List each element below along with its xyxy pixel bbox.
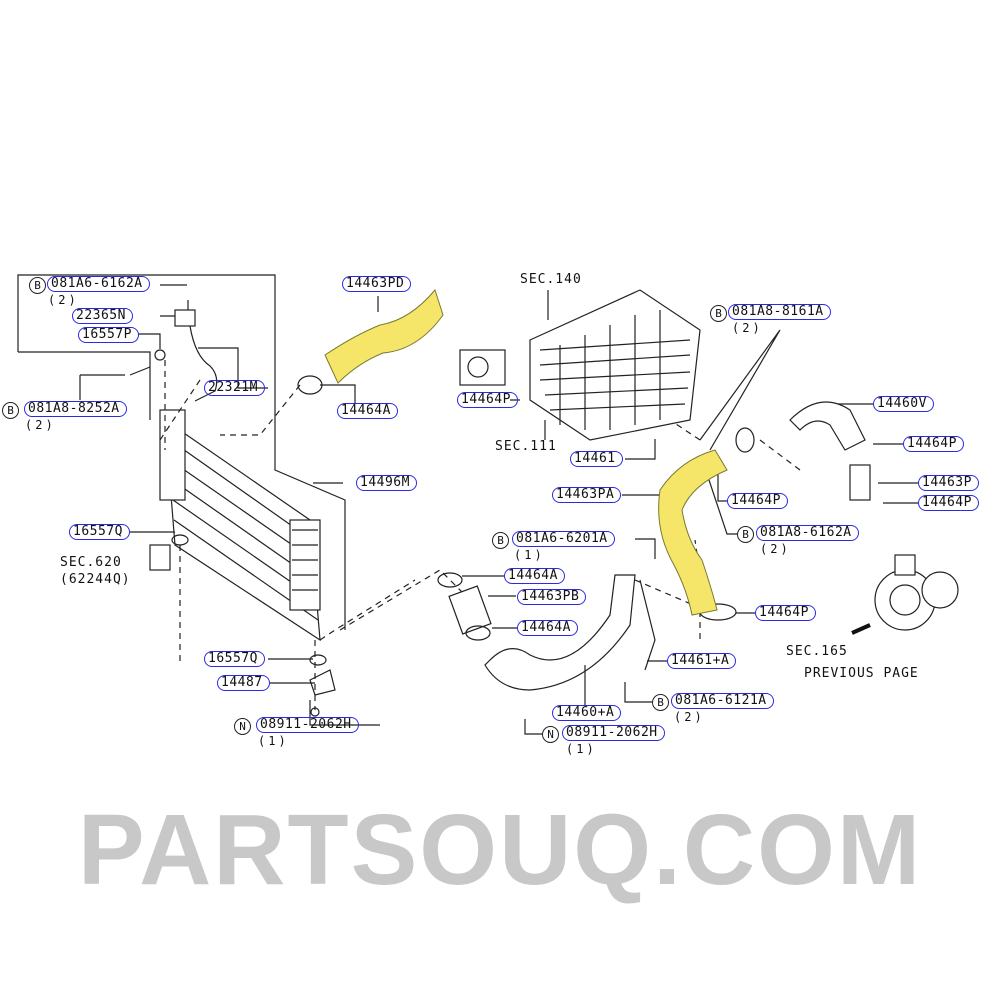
- section-ref: SEC.111: [495, 439, 557, 454]
- part-qty: (1): [514, 548, 545, 562]
- part-label[interactable]: 14463PB: [517, 589, 587, 605]
- part-label[interactable]: 14464P: [918, 495, 979, 511]
- pipe-14460+A: [484, 574, 636, 691]
- bolt-symbol: B: [492, 532, 509, 549]
- bolt-symbol: B: [737, 526, 754, 543]
- part-label[interactable]: 14487: [217, 675, 270, 691]
- part-label[interactable]: 081A8-8161A: [728, 304, 831, 320]
- part-qty: (1): [258, 734, 289, 748]
- previous-page-link[interactable]: PREVIOUS PAGE: [804, 666, 919, 681]
- clamp-14464A: [297, 375, 323, 395]
- turbocharger: [874, 554, 959, 631]
- hose-14463PA-highlight: [658, 449, 728, 616]
- part-label[interactable]: 22365N: [72, 308, 133, 324]
- part-label[interactable]: 08911-2062H: [256, 717, 359, 733]
- direction-arrow: [851, 623, 871, 635]
- hose-14463PD-highlight: [324, 288, 444, 384]
- part-label[interactable]: 16557Q: [204, 651, 265, 667]
- section-ref-part: (62244Q): [60, 572, 131, 587]
- cylinder-head: [459, 289, 701, 441]
- part-label[interactable]: 14464P: [457, 392, 518, 408]
- nut-symbol: N: [542, 726, 559, 743]
- part-label[interactable]: 14460+A: [552, 705, 622, 721]
- part-label[interactable]: 14464A: [337, 403, 398, 419]
- part-label[interactable]: 081A6-6201A: [512, 531, 615, 547]
- part-label[interactable]: 14464A: [517, 620, 578, 636]
- part-label[interactable]: 14464P: [755, 605, 816, 621]
- bolt-symbol: B: [2, 402, 19, 419]
- bolt-symbol: B: [29, 277, 46, 294]
- part-label[interactable]: 08911-2062H: [562, 725, 665, 741]
- part-label[interactable]: 14461+A: [667, 653, 737, 669]
- part-qty: (2): [25, 418, 56, 432]
- part-label[interactable]: 081A8-8252A: [24, 401, 127, 417]
- part-label[interactable]: 14460V: [873, 396, 934, 412]
- part-label[interactable]: 14463PD: [342, 276, 412, 292]
- part-qty: (1): [566, 742, 597, 756]
- part-label[interactable]: 22321M: [204, 380, 265, 396]
- frame-line: [17, 274, 346, 630]
- bolt-symbol: B: [652, 694, 669, 711]
- part-label[interactable]: 14464P: [727, 493, 788, 509]
- nut-symbol: N: [234, 718, 251, 735]
- section-ref[interactable]: SEC.165: [786, 644, 848, 659]
- leader-lines: [79, 284, 380, 726]
- part-label[interactable]: 14463PA: [552, 487, 622, 503]
- section-ref: SEC.140: [520, 272, 582, 287]
- part-label[interactable]: 14463P: [918, 475, 979, 491]
- part-label[interactable]: 14464P: [903, 436, 964, 452]
- part-label[interactable]: 081A6-6121A: [671, 693, 774, 709]
- pipe-14460V: [789, 401, 866, 451]
- part-label[interactable]: 081A6-6162A: [47, 276, 150, 292]
- part-label[interactable]: 081A8-6162A: [756, 525, 859, 541]
- part-qty: (2): [732, 321, 763, 335]
- part-qty: (2): [760, 542, 791, 556]
- intercooler: [159, 409, 321, 642]
- part-qty: (2): [674, 710, 705, 724]
- part-label[interactable]: 14464A: [504, 568, 565, 584]
- part-label[interactable]: 16557P: [78, 327, 139, 343]
- watermark: PARTSOUQ.COM: [77, 794, 923, 906]
- part-qty: (2): [48, 293, 79, 307]
- hose-14463PB: [448, 585, 492, 635]
- frame-line: [18, 351, 151, 420]
- bolt-symbol: B: [710, 305, 727, 322]
- part-label[interactable]: 14461: [570, 451, 623, 467]
- section-ref: SEC.620: [60, 555, 122, 570]
- part-label[interactable]: 14496M: [356, 475, 417, 491]
- part-label[interactable]: 16557Q: [69, 524, 130, 540]
- sensor-22365N: [174, 309, 196, 327]
